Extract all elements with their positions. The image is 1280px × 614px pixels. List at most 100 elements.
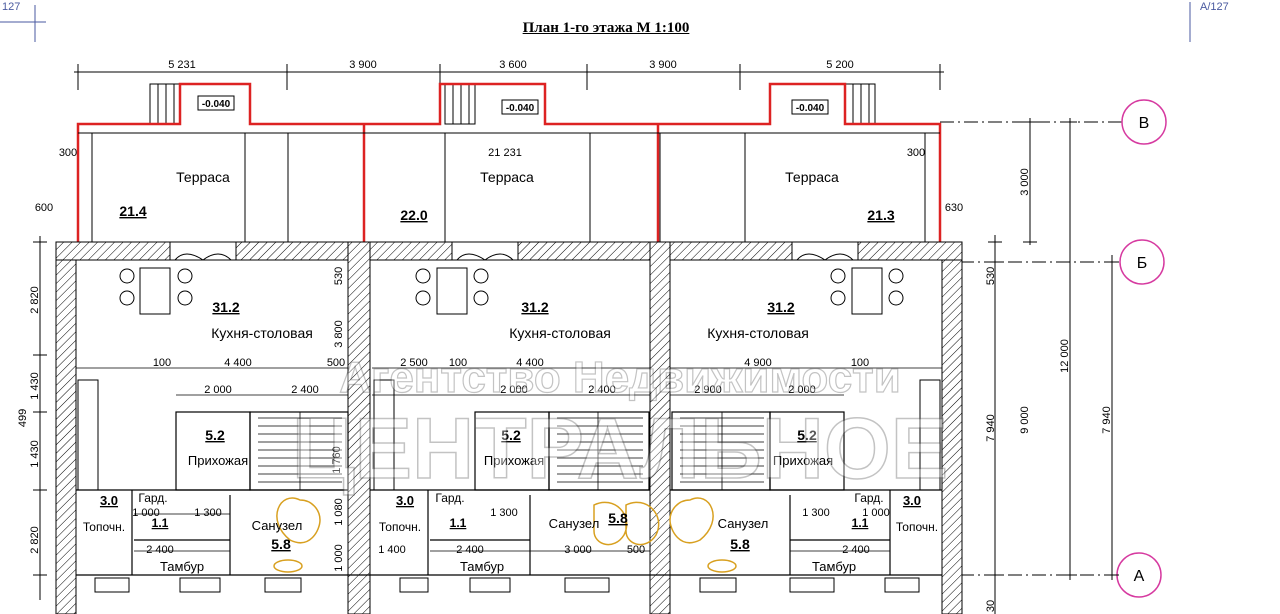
room-wardrobe-1-area: 1.1 [152,516,169,530]
interior-partitions [76,411,942,576]
room-wardrobe-2-name: Гард. [435,491,464,505]
room-boiler-3-name: Топочн. [896,520,938,534]
room-bath-2-area: 5.8 [608,510,628,526]
room-kitchen-3-name: Кухня-столовая [707,325,809,341]
dim-left-2820-a: 2 820 [29,286,41,314]
dim-kitchen-3800: 3 800 [333,320,345,348]
dim-terrace-total: 21 231 [488,147,522,159]
dim-top-2: 3 900 [349,59,377,71]
room-kitchen-1-name: Кухня-столовая [211,325,313,341]
watermark-line-1: Агентство Недвижимости [339,353,901,402]
room-hall-2-name: Прихожая [484,453,544,468]
dim-4400-1: 4 400 [224,357,252,369]
level-mark-2: -0.040 [506,103,535,114]
room-terrace-1-name: Терраса [176,169,230,185]
terrace-doors [169,241,859,261]
terrace-door-leaves [174,253,854,261]
interior-dimension-lines [76,367,942,552]
dim-1300-3: 1 300 [802,507,830,519]
plan-title: План 1-го этажа М 1:100 [522,20,690,36]
dim-1000-2: 1 000 [862,507,890,519]
room-hall-2-area: 5.2 [501,427,521,443]
room-terrace-2-area: 22.0 [400,207,427,223]
corner-marks [0,2,1191,42]
dim-3000: 3 000 [564,544,592,556]
dim-terrace-left-300: 300 [59,147,77,159]
kitchen-furniture [77,267,941,491]
room-bath-1-name: Санузел [252,518,303,533]
room-kitchen-1-area: 31.2 [212,299,239,315]
room-wardrobe-3-area: 1.1 [852,516,869,530]
left-dimension-chains [33,236,47,600]
watermark: Агентство Недвижимости ЦЕНТРАЛЬНОЕ [291,352,949,497]
dim-1080: 1 080 [333,498,345,526]
watermark-line-2: ЦЕНТРАЛЬНОЕ [292,401,948,497]
dim-left-2820-b: 2 820 [29,526,41,554]
dim-100-2: 100 [449,357,467,369]
dim-1300-2: 1 300 [490,507,518,519]
room-terrace-2-name: Терраса [480,169,534,185]
room-boiler-3-area: 3.0 [903,493,921,508]
dim-100-3: 100 [851,357,869,369]
room-hall-1-name: Прихожая [188,453,248,468]
dim-2000-3: 2 000 [788,384,816,396]
dim-right-7940-a: 7 940 [985,414,997,442]
dim-top-3: 3 600 [499,59,527,71]
dim-500: 500 [327,357,345,369]
room-vestibule-1: Тамбур [160,559,204,574]
room-terrace-3-name: Терраса [785,169,839,185]
dim-terrace-600: 600 [35,202,53,214]
dim-1300-1: 1 300 [194,507,222,519]
dim-2400-1: 2 400 [291,384,319,396]
dim-left-1430-b: 1 430 [29,440,41,468]
room-bath-3-area: 5.8 [730,536,750,552]
dim-right-12000: 12 000 [1059,339,1071,373]
dim-1000-3: 1 000 [333,544,345,572]
room-wardrobe-1-name: Гард. [138,491,167,505]
sheet-number-left: 127 [2,1,20,13]
room-hall-3-name: Прихожая [773,453,833,468]
room-bath-3-name: Санузел [718,516,769,531]
dim-1000-1: 1 000 [132,507,160,519]
room-terrace-1-area: 21.4 [119,203,146,219]
dim-top-5: 5 200 [826,59,854,71]
dim-left-499: 499 [17,409,29,427]
axis-label-b: Б [1137,255,1148,272]
room-boiler-1-area: 3.0 [100,493,118,508]
room-terrace-3-area: 21.3 [867,207,894,223]
dim-right-3000: 3 000 [1019,168,1031,196]
dim-kitchen-530: 530 [333,267,345,285]
dim-1760: 1 760 [331,446,343,474]
level-marks [197,95,829,115]
dim-top-1: 5 231 [168,59,196,71]
dim-right-30: 30 [985,600,997,612]
bottom-windows [94,577,920,593]
dim-2000-1: 2 000 [204,384,232,396]
room-bath-1-area: 5.8 [271,536,291,552]
room-boiler-1-name: Топочн. [83,520,125,534]
axis-bubbles [1116,99,1167,598]
terrace-railing [78,132,940,242]
room-wardrobe-2-area: 1.1 [450,516,467,530]
dim-2500: 2 500 [400,357,428,369]
dim-left-1430-a: 1 430 [29,372,41,400]
room-bath-2-name: Санузел [549,516,600,531]
room-kitchen-2-area: 31.2 [521,299,548,315]
dim-2400-2: 2 400 [588,384,616,396]
room-boiler-2-name: Топочн. [379,520,421,534]
axis-lines [940,121,1122,576]
dim-4400-2: 4 400 [516,357,544,369]
dim-terrace-right-300: 300 [907,147,925,159]
room-vestibule-2: Тамбур [460,559,504,574]
dim-terrace-630: 630 [945,202,963,214]
dim-right-9000: 9 000 [1019,406,1031,434]
room-kitchen-3-area: 31.2 [767,299,794,315]
exterior-walls [55,241,963,614]
room-boiler-2-area: 3.0 [396,493,414,508]
bath-fixtures [273,497,737,573]
dim-2900: 2 900 [694,384,722,396]
terrace-outline [76,82,942,242]
dim-right-7940-b: 7 940 [1101,406,1113,434]
axis-label-a: А [1134,568,1145,585]
room-vestibule-3: Тамбур [812,559,856,574]
